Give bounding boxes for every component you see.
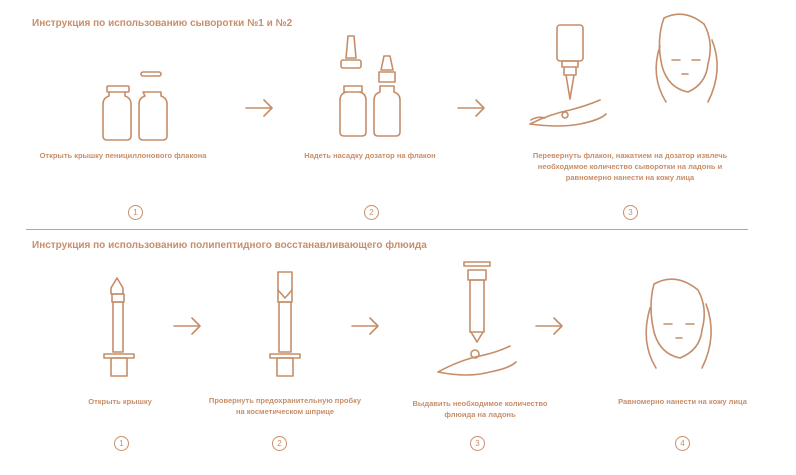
syringe-icon <box>103 277 135 377</box>
syringe-icon <box>269 271 301 377</box>
syringe-icon <box>463 261 491 359</box>
arrow-right-icon <box>245 99 273 117</box>
face-icon <box>645 278 712 369</box>
step3-caption: Выдавить необходимое количество флюида н… <box>412 399 548 419</box>
dropper-bottle-icon <box>556 24 584 100</box>
step-number-3: 3 <box>623 205 638 220</box>
arrow-right-icon <box>351 317 379 335</box>
section-divider <box>26 229 748 230</box>
hand-icon <box>437 345 517 376</box>
arrow-right-icon <box>173 317 201 335</box>
step1-caption: Открыть крышку пенициллонового флакона <box>39 151 207 160</box>
vial-cap-icon <box>140 71 162 77</box>
step1-caption: Открыть крышку <box>88 397 152 406</box>
step-number-4: 4 <box>675 436 690 451</box>
dropper-bottle-icon <box>339 35 401 137</box>
step3-caption: Перевернуть флакон, нажатием на дозатор … <box>532 151 728 182</box>
step-number-2: 2 <box>272 436 287 451</box>
step-number-1: 1 <box>128 205 143 220</box>
face-icon <box>655 13 718 103</box>
step-number-1: 1 <box>114 436 129 451</box>
hand-icon <box>529 99 607 127</box>
arrow-right-icon <box>535 317 563 335</box>
step4-caption: Равномерно нанести на кожу лица <box>618 397 747 406</box>
vial-icon <box>102 85 168 141</box>
section2-title: Инструкция по использованию полипептидно… <box>32 240 427 251</box>
arrow-right-icon <box>457 99 485 117</box>
section1-title: Инструкция по использованию сыворотки №1… <box>32 18 293 29</box>
step-number-3: 3 <box>470 436 485 451</box>
step-number-2: 2 <box>364 205 379 220</box>
step2-caption: Надеть насадку дозатор на флакон <box>304 151 436 160</box>
step2-caption: Провернуть предохранительную пробку на к… <box>208 396 362 416</box>
